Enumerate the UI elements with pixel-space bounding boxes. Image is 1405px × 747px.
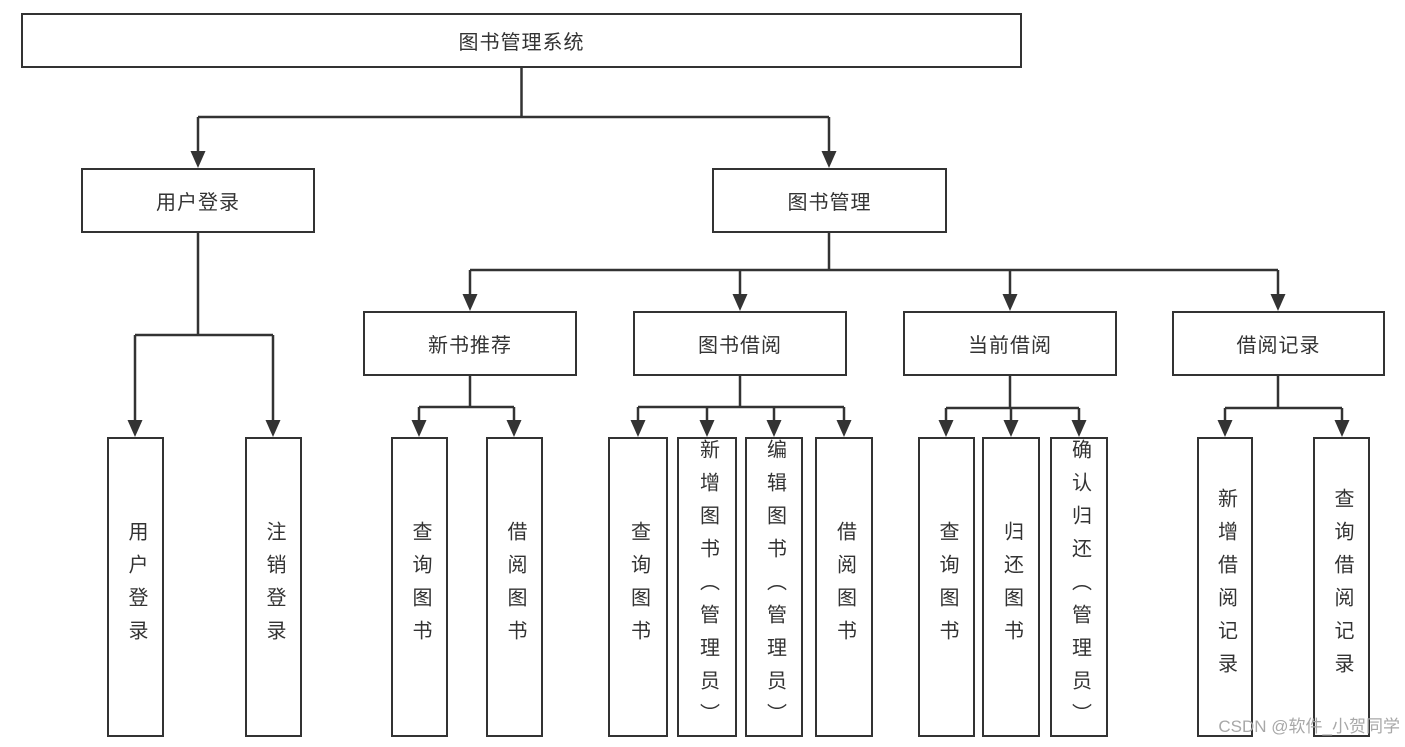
node-label: 当前借阅: [968, 335, 1052, 357]
leaf-label: 归还图书: [1000, 521, 1023, 653]
leaf-current-query-books: 查询图书: [918, 437, 975, 737]
node-current-borrow: 当前借阅: [903, 311, 1117, 376]
csdn-watermark: CSDN @软件_小贺同学: [1218, 717, 1400, 736]
node-label: 图书借阅: [698, 335, 782, 357]
leaf-borrow-borrow-books: 借阅图书: [815, 437, 873, 737]
leaf-records-query-borrow-record: 查询借阅记录: [1313, 437, 1370, 737]
node-label: 图书管理系统: [458, 32, 585, 54]
leaf-label: 注销登录: [263, 521, 285, 653]
leaf-label: 确认归还（管理员）: [1068, 438, 1091, 736]
leaf-user-login: 用户登录: [107, 437, 164, 737]
leaf-label: 用户登录: [125, 521, 147, 653]
node-label: 新书推荐: [428, 335, 512, 357]
leaf-borrow-query-books: 查询图书: [608, 437, 668, 737]
arrowheads: [127, 151, 1350, 437]
leaf-label: 新增图书（管理员）: [696, 438, 719, 736]
leaf-label: 新增借阅记录: [1214, 488, 1237, 686]
leaf-current-return-books: 归还图书: [982, 437, 1040, 737]
leaf-label: 查询借阅记录: [1331, 488, 1353, 686]
leaf-newbook-query-books: 查询图书: [391, 437, 448, 737]
leaf-logout: 注销登录: [245, 437, 302, 737]
leaf-label: 查询图书: [936, 521, 958, 653]
node-new-book-recommend: 新书推荐: [363, 311, 577, 376]
node-book-management-system: 图书管理系统: [21, 13, 1022, 68]
leaf-label: 查询图书: [627, 521, 650, 653]
leaf-label: 编辑图书（管理员）: [763, 438, 786, 736]
node-label: 用户登录: [156, 192, 240, 214]
node-book-management-branch: 图书管理: [712, 168, 947, 233]
node-book-borrow: 图书借阅: [633, 311, 847, 376]
leaf-newbook-borrow-books: 借阅图书: [486, 437, 543, 737]
leaf-records-add-borrow-record: 新增借阅记录: [1197, 437, 1253, 737]
node-label: 图书管理: [787, 192, 872, 214]
node-borrow-records: 借阅记录: [1172, 311, 1385, 376]
leaf-label: 借阅图书: [833, 521, 856, 653]
leaf-label: 查询图书: [409, 521, 431, 653]
leaf-borrow-edit-books-admin: 编辑图书（管理员）: [745, 437, 803, 737]
node-user-login-branch: 用户登录: [81, 168, 315, 233]
leaf-label: 借阅图书: [504, 521, 526, 653]
node-label: 借阅记录: [1236, 335, 1321, 357]
leaf-borrow-add-books-admin: 新增图书（管理员）: [677, 437, 737, 737]
leaf-current-confirm-return-admin: 确认归还（管理员）: [1050, 437, 1108, 737]
